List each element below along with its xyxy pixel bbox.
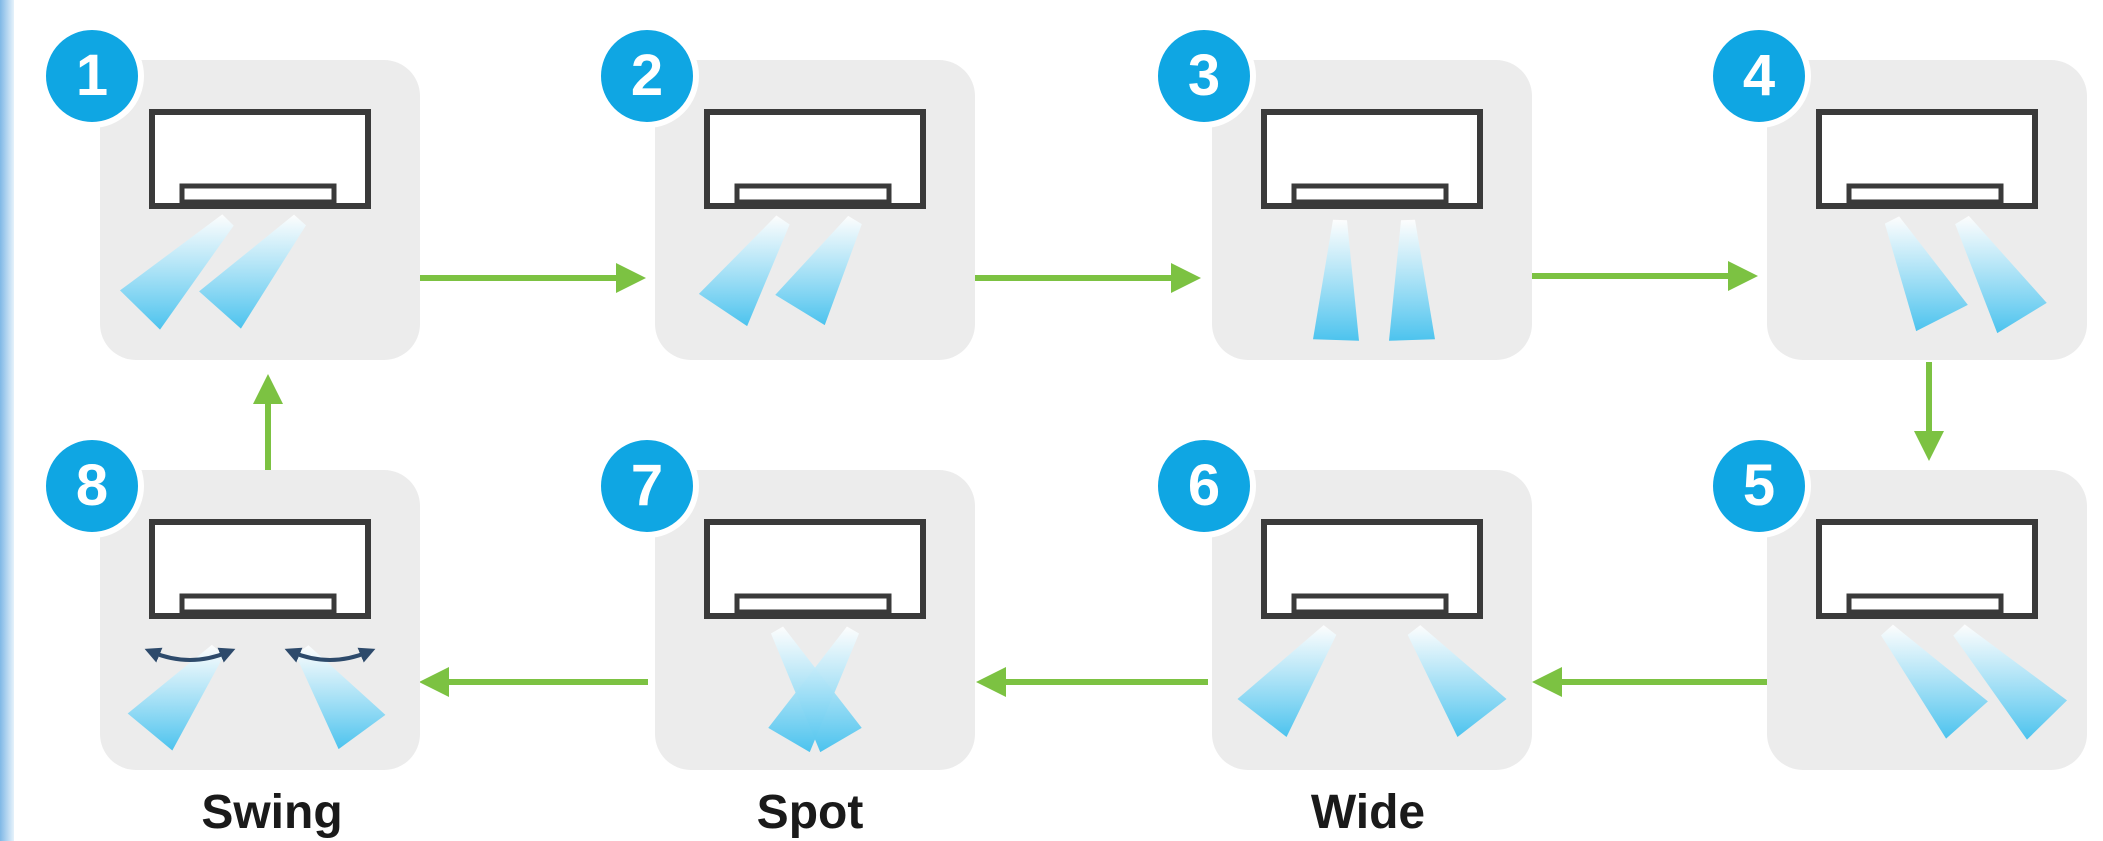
step-badge-7: 7 [595,434,699,538]
step-card-1 [100,60,420,360]
airflow-left [1881,624,1988,739]
step-card-4 [1767,60,2087,360]
airflow-left [698,215,790,327]
mode-label-swing: Swing [201,786,343,839]
ac-unit-icon [704,519,926,753]
mode-label-wide: Wide [1310,786,1426,839]
ac-unit-vent [179,593,337,615]
airflow-left [127,644,225,751]
airflow-right [295,645,386,750]
airflow-right [199,214,306,329]
airflow-right [775,215,862,326]
ac-unit-icon [1261,109,1483,341]
step-badge-1: 1 [40,24,144,128]
step-card-6 [1212,470,1532,770]
airflow-left [1237,625,1337,737]
ac-unit-icon [1816,109,2047,334]
airflow-left [1313,219,1359,341]
ac-unit-vent [1846,183,2004,205]
ac-unit-vent [734,593,892,615]
step-card-8 [100,470,420,770]
step-badge-2: 2 [595,24,699,128]
ac-unit-vent [179,183,337,205]
left-edge-strip [0,0,14,841]
airflow-right [768,626,860,753]
step-badge-5: 5 [1707,434,1811,538]
step-card-5 [1767,470,2087,770]
ac-unit-icon [1237,519,1507,737]
ac-unit-icon [1816,519,2068,740]
airflow-right [1955,215,2047,334]
airflow-right [1407,625,1507,737]
ac-unit-icon [127,519,386,751]
mode-label-spot: Spot [756,786,864,839]
airflow-left [1884,216,1968,332]
ac-unit-icon [698,109,926,327]
step-badge-4: 4 [1707,24,1811,128]
step-badge-3: 3 [1152,24,1256,128]
step-card-3 [1212,60,1532,360]
swing-arrow-left [144,647,236,663]
ac-unit-icon [119,109,371,330]
airflow-right [1953,624,2068,740]
step-badge-8: 8 [40,434,144,538]
step-card-2 [655,60,975,360]
ac-unit-vent [1846,593,2004,615]
airflow-left [119,214,234,330]
ac-unit-vent [734,183,892,205]
ac-unit-vent [1291,593,1449,615]
step-card-7 [655,470,975,770]
step-badge-6: 6 [1152,434,1256,538]
airflow-right [1389,219,1435,341]
ac-unit-vent [1291,183,1449,205]
swing-arrow-right [284,647,376,663]
